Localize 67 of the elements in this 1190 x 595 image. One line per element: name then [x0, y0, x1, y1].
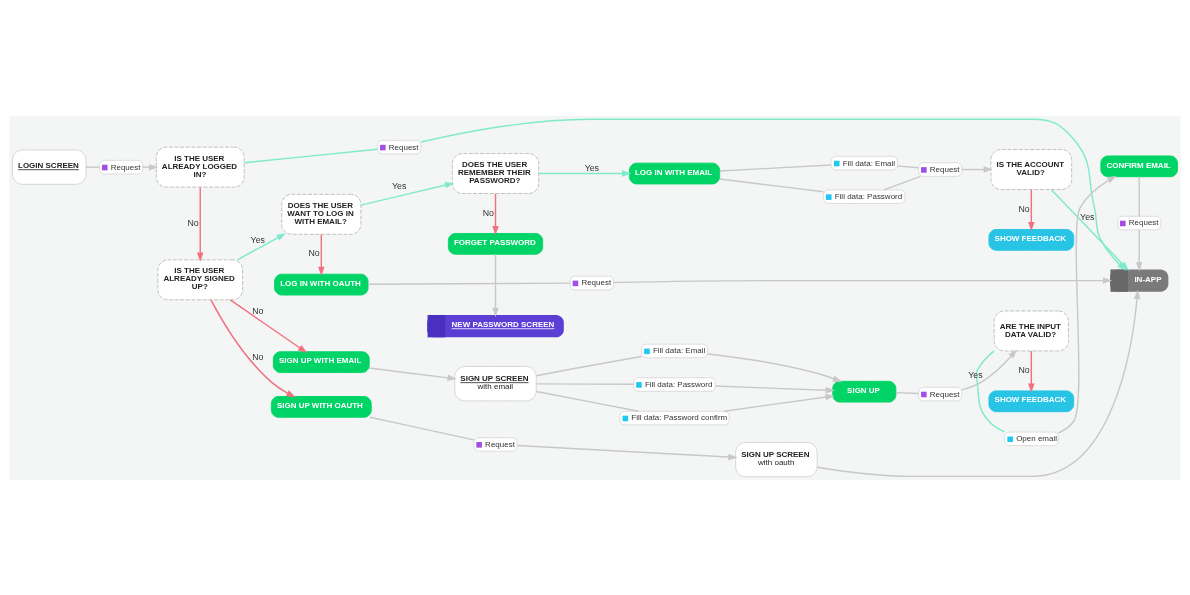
arrow	[538, 169, 632, 177]
connector	[535, 390, 640, 412]
arrow	[714, 384, 835, 393]
connector	[896, 164, 920, 168]
node-box: IS THE USER ALREADY SIGNED UP?	[157, 258, 244, 300]
arrow	[197, 186, 204, 262]
connector	[883, 175, 922, 191]
node-box: FORGET PASSWORD	[447, 232, 544, 255]
connector	[1138, 175, 1140, 217]
arrow	[612, 276, 1113, 284]
edge-label: Yes	[584, 162, 599, 173]
edge-label: No	[1018, 364, 1030, 375]
node-box: LOGIN SCREEN	[11, 149, 87, 185]
connector	[895, 391, 920, 394]
arrow	[236, 232, 286, 261]
edge-label: No	[187, 217, 199, 228]
arrow	[492, 192, 499, 235]
node-box: IS THE USER ALREADY LOGGED IN?	[155, 146, 245, 188]
arrow	[368, 366, 457, 381]
node-box: SIGN UP WITH EMAIL	[272, 350, 370, 373]
arrow	[816, 289, 1141, 477]
connector	[367, 281, 571, 285]
node-box: SIGN UP	[832, 380, 897, 403]
edge-label: Yes	[392, 180, 407, 191]
edge-label: No	[1018, 203, 1030, 214]
node-box: LOG IN WITH OAUTH	[274, 273, 369, 295]
arrow	[229, 298, 308, 353]
arrow	[1057, 175, 1117, 434]
arrow	[1028, 349, 1035, 393]
node-box: CONFIRM EMAIL	[1100, 155, 1179, 177]
edge-label: Yes	[250, 234, 265, 245]
edge-label: No	[308, 247, 320, 258]
arrow	[492, 253, 499, 317]
arrow	[318, 233, 325, 276]
arrow	[142, 163, 159, 170]
node-box: DOES THE USER REMEMBER THEIR PASSWORD?	[451, 152, 540, 194]
node-box: DOES THE USER WANT TO LOG IN WITH EMAIL?	[281, 193, 362, 235]
node-box: SHOW FEEDBACK	[988, 389, 1075, 412]
node-box: SIGN UP SCREEN with oauth	[735, 441, 818, 477]
arrow	[210, 298, 296, 397]
arrow	[360, 181, 455, 206]
edge-label: No	[252, 351, 264, 362]
arrow	[723, 393, 835, 412]
connector	[85, 165, 101, 168]
connector	[369, 416, 475, 441]
arrow	[1028, 188, 1035, 231]
connector	[243, 148, 379, 163]
connector	[535, 355, 642, 376]
node-box: IS THE ACCOUNT VALID?	[990, 148, 1073, 190]
connector	[535, 382, 635, 385]
arrow	[516, 444, 738, 460]
connector	[975, 349, 1006, 433]
connector	[718, 163, 832, 172]
node-box: SIGN UP WITH OAUTH	[270, 395, 372, 418]
arrow	[707, 352, 843, 382]
edge-label: Yes	[1080, 211, 1095, 222]
node-box: SHOW FEEDBACK	[988, 228, 1075, 251]
node-box: LOG IN WITH EMAIL	[628, 162, 721, 184]
arrow	[961, 348, 1017, 391]
edge-label: Yes	[968, 369, 983, 380]
connector	[718, 177, 824, 192]
edge-label: No	[252, 305, 264, 316]
edge-label: No	[482, 207, 494, 218]
node-box: SIGN UP SCREEN with email	[454, 365, 537, 401]
node-box: ARE THE INPUT DATA VALID?	[993, 310, 1069, 351]
arrow	[961, 165, 993, 173]
arrow	[1135, 228, 1143, 272]
